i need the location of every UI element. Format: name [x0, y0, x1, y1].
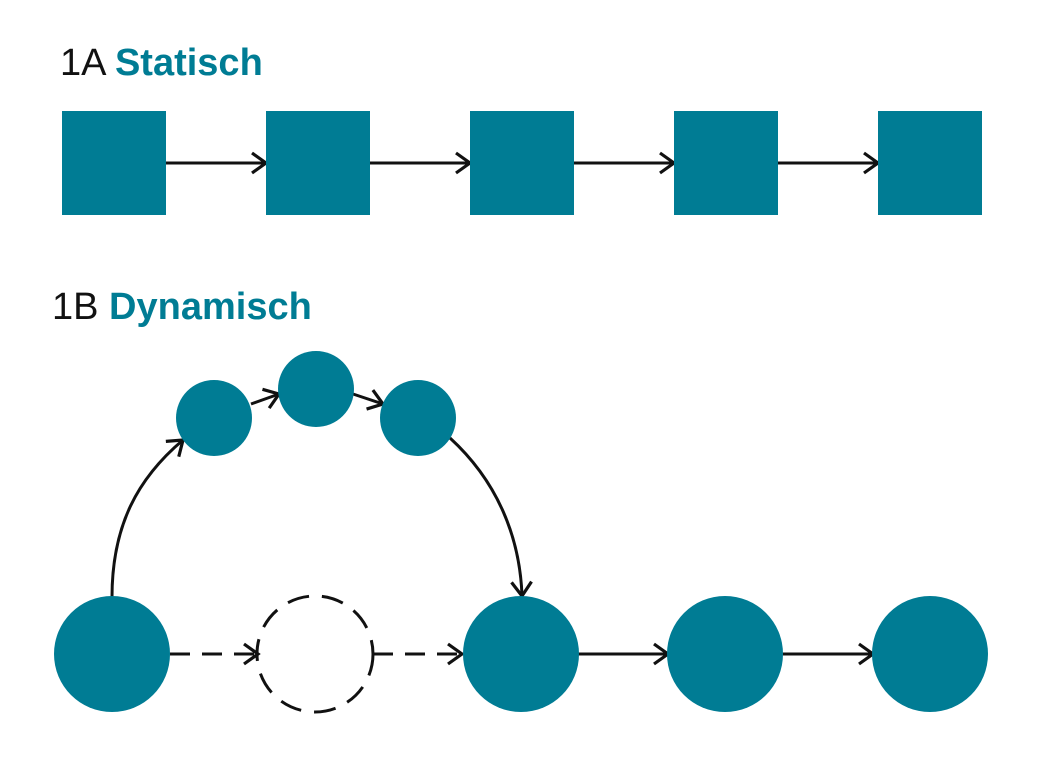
static-node-5	[878, 111, 982, 215]
section-title-statisch: Statisch	[114, 42, 263, 84]
dynamic-node-end	[872, 596, 988, 712]
static-chain	[62, 111, 982, 215]
static-node-3	[470, 111, 574, 215]
section-number-1a: 1A	[60, 42, 105, 84]
dynamic-link-detour-1-2	[250, 387, 282, 410]
section-number-1b: 1B	[52, 286, 99, 328]
dynamic-flow	[54, 351, 988, 714]
dynamic-link-start-detour	[110, 438, 186, 598]
dynamic-link-detour-join	[448, 436, 533, 599]
dynamic-node-join	[463, 596, 579, 712]
section-heading-1a: 1A Statisch	[60, 44, 263, 82]
dynamic-node-detour-1	[176, 380, 252, 456]
dynamic-link-detour-2-3	[352, 389, 386, 411]
static-node-4	[674, 111, 778, 215]
static-node-2	[266, 111, 370, 215]
section-title-dynamisch: Dynamisch	[109, 286, 312, 328]
dynamic-node-skipped	[255, 594, 375, 714]
static-node-1	[62, 111, 166, 215]
section-heading-1b: 1B Dynamisch	[52, 288, 312, 326]
dynamic-node-next	[667, 596, 783, 712]
dynamic-node-detour-2	[278, 351, 354, 427]
dynamic-node-start	[54, 596, 170, 712]
dynamic-node-detour-3	[380, 380, 456, 456]
